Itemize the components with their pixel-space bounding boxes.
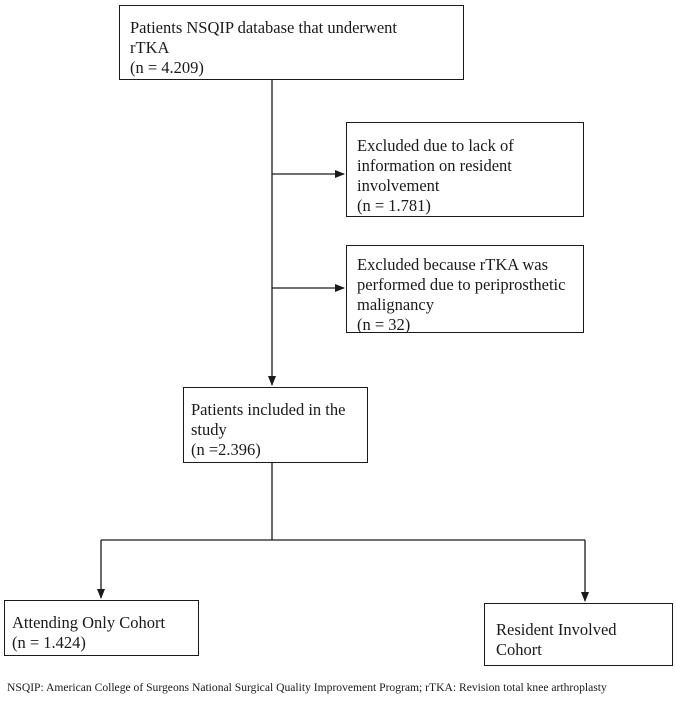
attending-only-cohort-box: Attending Only Cohort (n = 1.424) — [4, 600, 199, 656]
box-text-line: Excluded because rTKA was — [357, 255, 549, 274]
box-count: (n = 1.781) — [357, 196, 431, 215]
box-text-line: Patients NSQIP database that underwent — [130, 18, 397, 37]
box-text-line: Excluded due to lack of — [357, 136, 514, 155]
excluded-malignancy-box: Excluded because rTKA was performed due … — [346, 245, 584, 333]
box-count: (n =2.396) — [191, 440, 261, 459]
box-text-line: performed due to periprosthetic — [357, 275, 566, 294]
box-count: (n = 32) — [357, 315, 411, 333]
box-text-line: information on resident — [357, 156, 512, 175]
excluded-resident-info-box: Excluded due to lack of information on r… — [346, 122, 584, 217]
included-patients-box: Patients included in the study (n =2.396… — [183, 387, 368, 463]
total-patients-box: Patients NSQIP database that underwent r… — [119, 5, 464, 80]
box-text-line: Patients included in the — [191, 400, 346, 419]
box-text-line: malignancy — [357, 295, 434, 314]
abbreviation-footnote: NSQIP: American College of Surgeons Nati… — [7, 681, 607, 694]
resident-involved-cohort-box: Resident Involved Cohort — [484, 603, 673, 666]
box-text-line: involvement — [357, 176, 440, 195]
box-text-line: study — [191, 420, 227, 439]
box-text-line: Resident Involved — [496, 620, 617, 639]
box-text-line: Attending Only Cohort — [12, 613, 166, 632]
box-text-line: Cohort — [496, 640, 542, 659]
box-count: (n = 1.424) — [12, 633, 86, 652]
box-count: (n = 4.209) — [130, 58, 204, 77]
box-text-line: rTKA — [130, 38, 170, 57]
